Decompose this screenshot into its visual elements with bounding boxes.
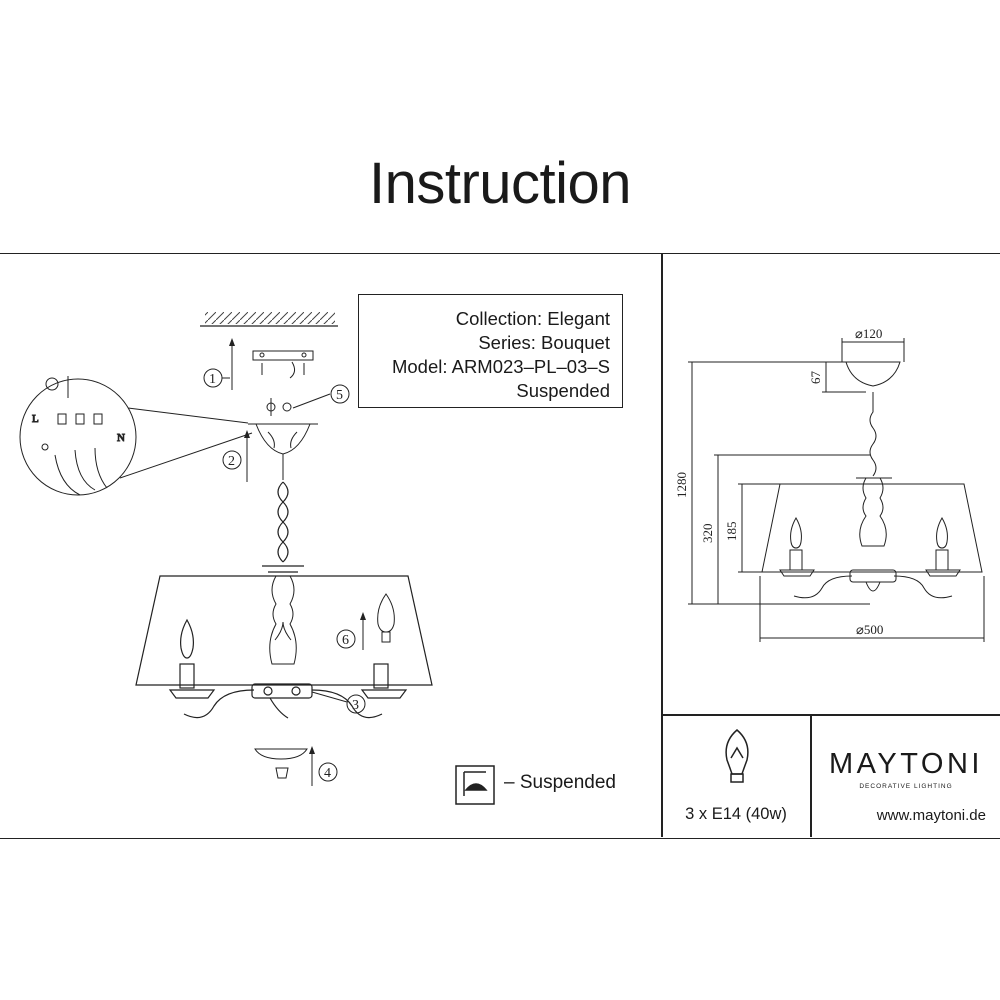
lamp-spec: 3 x E14 (40w) <box>685 805 787 823</box>
candle-bulb-icon <box>377 593 395 643</box>
chain-icon <box>277 481 289 563</box>
page-title: Instruction <box>368 151 632 216</box>
svg-text:6: 6 <box>342 633 349 648</box>
svg-text:2: 2 <box>228 454 235 469</box>
arms-icon <box>168 618 408 719</box>
svg-text:3: 3 <box>352 698 359 713</box>
instruction-sheet <box>0 253 1000 839</box>
bottom-cup-icon <box>254 748 308 779</box>
step-5-marker: 5 <box>292 384 350 409</box>
lamp-shade-icon <box>135 565 433 686</box>
mounting-bracket-icon <box>252 350 314 379</box>
dimension-drawing <box>688 338 985 642</box>
svg-text:1: 1 <box>209 372 216 387</box>
divider-horizontal <box>661 714 1000 716</box>
svg-text:N: N <box>117 432 125 444</box>
total-height: 1280 <box>674 472 689 498</box>
wiring-detail-callout: L N <box>19 376 253 496</box>
screw-icons <box>266 398 292 416</box>
step-1-marker: 1 <box>203 338 235 390</box>
svg-text:4: 4 <box>324 766 331 781</box>
type-label: Suspended <box>516 380 610 401</box>
collection-label: Collection: Elegant <box>455 308 610 329</box>
canopy-height: 67 <box>808 371 823 385</box>
step-6-marker: 6 <box>336 612 366 650</box>
body-height: 320 <box>700 524 715 544</box>
canopy-diameter: ⌀120 <box>855 326 882 341</box>
light-bulb-icon <box>725 729 749 783</box>
step-4-marker: 4 <box>309 746 338 786</box>
svg-text:5: 5 <box>336 388 343 403</box>
series-label: Series: Bouquet <box>478 332 610 353</box>
divider-footer <box>810 714 812 837</box>
brand-logo: MAYTONI <box>829 748 983 780</box>
ceiling-icon <box>200 312 338 327</box>
brand-url[interactable]: www.maytoni.de <box>876 807 986 824</box>
canopy-icon <box>248 423 318 480</box>
svg-text:L: L <box>32 413 39 425</box>
central-column-icon <box>269 575 297 665</box>
model-label: Model: ARM023–PL–03–S <box>391 356 610 377</box>
product-info-box: Collection: Elegant Series: Bouquet Mode… <box>358 294 623 408</box>
divider-main <box>661 253 663 837</box>
shade-height: 185 <box>724 522 739 542</box>
brand-tagline: DECORATIVE LIGHTING <box>859 783 953 790</box>
legend-label: – Suspended <box>504 772 616 793</box>
suspended-mount-icon <box>455 765 495 805</box>
shade-diameter: ⌀500 <box>856 622 883 637</box>
step-3-marker: 3 <box>311 691 366 714</box>
step-2-marker: 2 <box>222 430 250 482</box>
